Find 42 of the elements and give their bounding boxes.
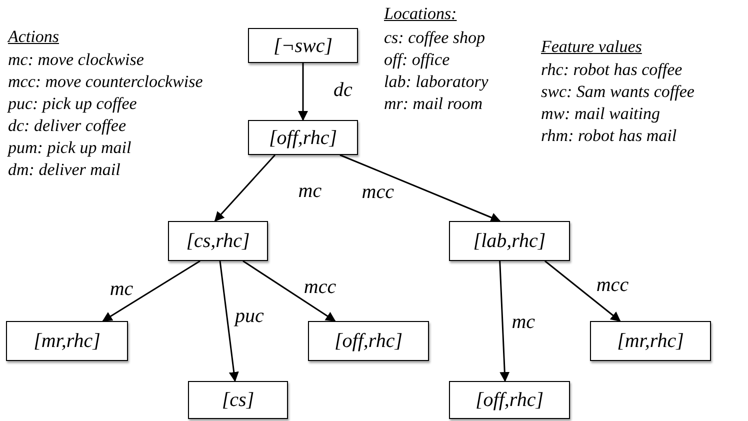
legend-entry: mr: mail room xyxy=(384,93,483,114)
arrow xyxy=(298,63,308,121)
legend-heading: Actions xyxy=(8,26,59,48)
arrow xyxy=(340,154,501,222)
edge-label: mc xyxy=(110,279,134,299)
legend-entry: off: office xyxy=(384,49,450,70)
arrow xyxy=(214,154,276,222)
state-box: [mr,rhc] xyxy=(590,321,711,361)
legend-heading: Locations: xyxy=(384,3,457,24)
legend-entry: cs: coffee shop xyxy=(384,27,486,48)
legend-entry: mw: mail waiting xyxy=(541,103,660,124)
legend-entry: rhc: robot has coffee xyxy=(541,59,682,80)
legend-entry: pum: pick up mail xyxy=(8,137,132,158)
legend-entry: swc: Sam wants coffee xyxy=(541,81,694,102)
state-box: [lab,rhc] xyxy=(449,221,570,261)
legend-heading: Feature values xyxy=(541,36,642,58)
legend-entry: rhm: robot has mail xyxy=(541,125,677,146)
edge-label: mcc xyxy=(596,275,629,295)
state-box: [cs,rhc] xyxy=(168,221,268,261)
state-box: [off,rhc] xyxy=(449,381,570,419)
arrow xyxy=(499,260,510,382)
state-box: [mr,rhc] xyxy=(6,321,128,361)
state-box: [off,rhc] xyxy=(308,321,429,361)
legend-entry: mcc: move counterclockwise xyxy=(8,71,203,92)
state-box: [¬swc] xyxy=(248,28,358,63)
legend-entry: lab: laboratory xyxy=(384,71,488,92)
edge-label: mcc xyxy=(362,182,394,202)
state-box: [cs] xyxy=(188,381,288,419)
state-box: [off,rhc] xyxy=(248,120,358,155)
edge-label: mc xyxy=(298,181,322,201)
edge-label: mc xyxy=(512,312,536,332)
edge-label: mcc xyxy=(304,277,336,297)
arrow xyxy=(242,260,336,322)
arrow xyxy=(544,260,621,322)
legend-entry: puc: pick up coffee xyxy=(8,93,137,114)
legend-entry: dc: deliver coffee xyxy=(8,115,126,136)
edge-label: puc xyxy=(235,306,264,326)
legend-entry: mc: move clockwise xyxy=(8,49,144,70)
edge-label: dc xyxy=(334,80,352,100)
arrow xyxy=(102,260,200,322)
arrow xyxy=(219,260,239,382)
legend-entry: dm: deliver mail xyxy=(8,159,120,180)
